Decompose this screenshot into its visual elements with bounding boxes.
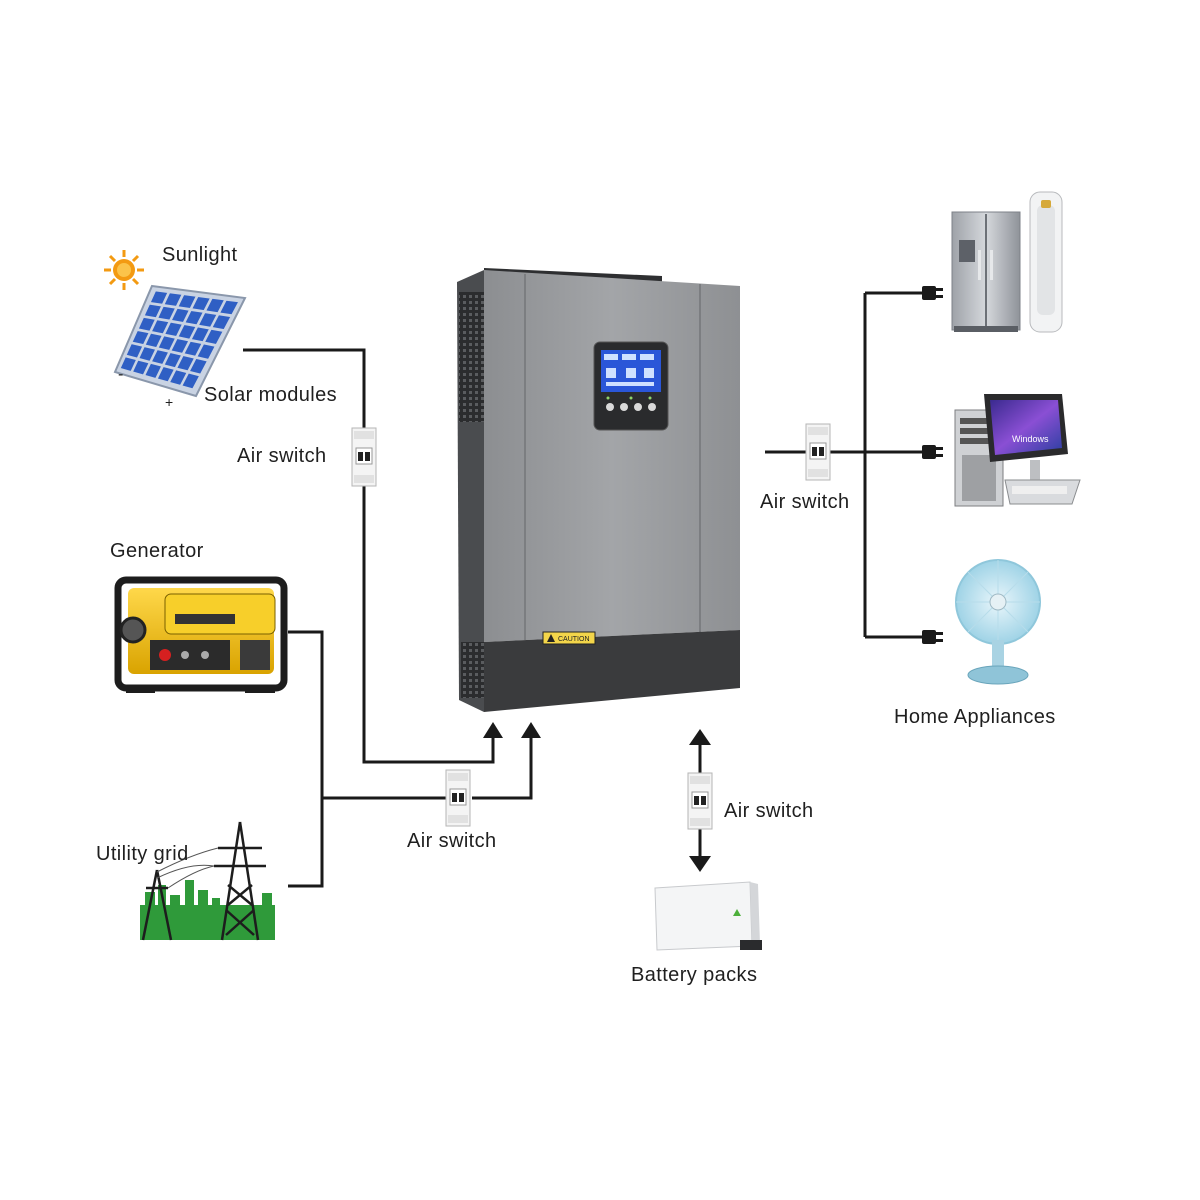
solar-cell — [196, 343, 216, 360]
solar-cell — [157, 335, 177, 352]
air-switch-solar-label: Air switch — [237, 445, 327, 467]
air-switch-output-label: Air switch — [760, 491, 850, 513]
computer-icon: Windows — [954, 394, 1081, 507]
solar-cell — [188, 357, 209, 375]
solar-cell — [204, 297, 226, 314]
solar-cell — [170, 307, 191, 324]
solar-cell — [163, 321, 184, 338]
solar-cell — [191, 295, 212, 312]
arrows — [483, 722, 711, 872]
solar-cell — [211, 314, 232, 331]
solar-to-inverter-wire — [362, 485, 495, 764]
solar-cell — [150, 319, 170, 335]
power-tower-icon — [140, 821, 275, 941]
down-button — [634, 403, 642, 411]
solar-cell — [149, 290, 169, 305]
solar-cell — [144, 362, 163, 380]
solar-cell — [138, 346, 157, 362]
solar-cell — [170, 337, 190, 354]
generator-wire — [288, 630, 324, 888]
sun-icon — [104, 250, 144, 290]
inverter-icon: CAUTION — [457, 268, 740, 712]
monitor-screen — [990, 400, 1062, 455]
solar-cell — [218, 299, 240, 316]
plugs — [922, 286, 943, 644]
refrigerator-icon — [951, 211, 1021, 332]
plug-icon — [922, 445, 943, 459]
plug-icon — [922, 630, 943, 644]
solar-cell — [175, 354, 196, 372]
arrow-icon — [689, 856, 711, 872]
air-switch-icon — [687, 772, 713, 830]
solar-cell — [119, 356, 138, 373]
solar-cell — [143, 303, 163, 319]
utility-grid-label: Utility grid — [96, 843, 189, 865]
air-switch-icon — [351, 427, 377, 487]
solar-modules-label: Solar modules — [204, 384, 338, 406]
air-switch-icon — [805, 423, 831, 481]
sunlight-label: Sunlight — [162, 244, 238, 266]
arrow-icon — [483, 722, 503, 738]
air-switch-input-label: Air switch — [407, 830, 497, 852]
solar-cell — [181, 372, 201, 390]
generator-icon — [114, 576, 288, 693]
mode-button — [606, 403, 614, 411]
monitor-screen-text: Windows — [1012, 434, 1049, 444]
enter-button — [648, 403, 656, 411]
solar-cell — [156, 305, 177, 321]
solar-wire — [243, 348, 366, 430]
solar-cell — [183, 340, 203, 357]
tower-fan-icon — [1029, 191, 1063, 333]
solar-cell — [184, 309, 204, 326]
solar-cell — [125, 343, 144, 359]
solar-cell — [177, 323, 197, 340]
caution-label: CAUTION — [558, 636, 590, 643]
battery-pack-icon — [654, 881, 762, 951]
solar-cell — [190, 326, 211, 343]
solar-cell — [163, 292, 183, 307]
solar-cell — [177, 294, 197, 310]
air-switch-icon — [445, 769, 471, 827]
desk-fan-icon — [955, 559, 1041, 685]
solar-cell — [131, 329, 150, 346]
solar-panel-icon — [113, 284, 247, 398]
plug-icon — [922, 286, 943, 300]
arrow-icon — [521, 722, 541, 738]
solar-cell — [156, 365, 176, 383]
solar-cell — [197, 312, 218, 328]
solar-plus-label: + — [165, 394, 174, 410]
generator-label: Generator — [110, 540, 204, 562]
solar-cell — [168, 369, 188, 386]
solar-cell — [131, 359, 150, 376]
ac-input-to-inverter-wire — [472, 736, 533, 800]
battery-packs-label: Battery packs — [631, 964, 758, 986]
home-appliances-label: Home Appliances — [894, 706, 1056, 728]
solar-cell — [137, 316, 157, 332]
solar-minus-label: - — [118, 366, 124, 383]
air-switch-battery-label: Air switch — [724, 800, 814, 822]
solar-cell — [144, 332, 164, 349]
solar-cell — [150, 349, 170, 366]
solar-cell — [203, 328, 224, 346]
up-button — [620, 403, 628, 411]
arrow-icon — [689, 729, 711, 745]
wiring — [243, 291, 925, 888]
solar-cell — [163, 351, 183, 369]
